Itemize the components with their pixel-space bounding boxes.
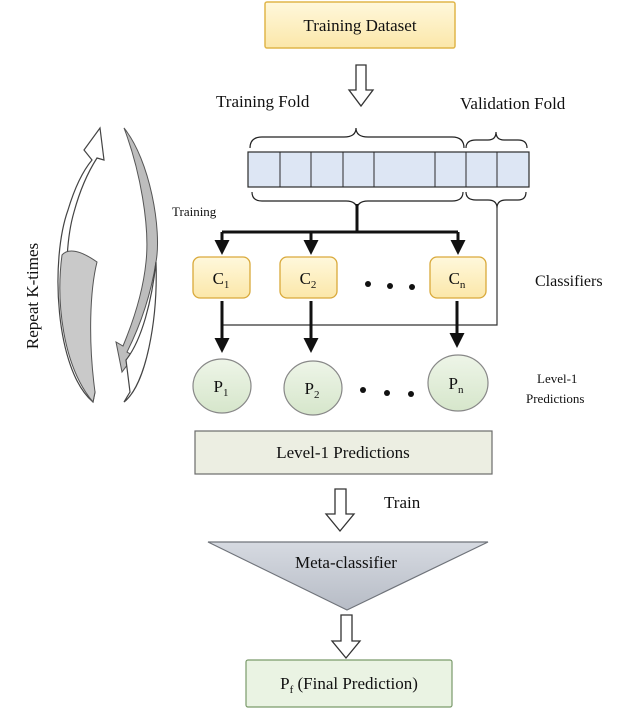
level1-predictions-side-label-2: Predictions — [526, 391, 585, 406]
training-label: Training — [172, 204, 217, 219]
level1-predictions-side-label-1: Level-1 — [537, 371, 577, 386]
final-prediction-box: Pf (Final Prediction) — [245, 659, 453, 708]
repeat-k-times-label: Repeat K-times — [23, 243, 42, 349]
training-fold-brace — [249, 127, 465, 149]
level1-predictions-label: Level-1 Predictions — [276, 443, 410, 462]
validation-fold-brace — [465, 131, 528, 149]
fold-strip — [247, 151, 530, 188]
classifier-dots — [365, 281, 415, 290]
classifier-c2: C2 — [279, 256, 338, 299]
classifier-c1: C1 — [192, 256, 251, 299]
down-arrow-icon — [330, 614, 362, 660]
final-prediction-label: Pf (Final Prediction) — [280, 674, 418, 696]
train-label: Train — [384, 493, 421, 512]
prediction-p1: P1 — [192, 358, 252, 414]
svg-text:P1: P1 — [214, 377, 229, 399]
down-arrow-icon — [347, 64, 375, 108]
training-dataset-label: Training Dataset — [303, 16, 416, 35]
svg-text:Pn: Pn — [449, 374, 464, 396]
level1-predictions-box: Level-1 Predictions — [194, 430, 493, 475]
prediction-pn: Pn — [427, 354, 489, 412]
training-connectors — [214, 204, 466, 255]
meta-classifier: Meta-classifier — [207, 541, 489, 611]
down-arrow-icon — [324, 488, 356, 533]
svg-text:Cn: Cn — [449, 269, 466, 291]
svg-text:C2: C2 — [300, 269, 317, 291]
validation-fold-label: Validation Fold — [460, 94, 566, 113]
svg-text:C1: C1 — [213, 269, 230, 291]
repeat-cycle-icon — [57, 126, 159, 404]
training-dataset-box: Training Dataset — [264, 1, 456, 49]
prediction-dots — [360, 387, 414, 397]
prediction-p2: P2 — [283, 360, 343, 416]
validation-connector — [222, 208, 498, 326]
training-fold-label: Training Fold — [216, 92, 310, 111]
meta-classifier-label: Meta-classifier — [295, 553, 397, 572]
classifier-cn: Cn — [429, 256, 487, 299]
validation-bottom-brace — [465, 191, 527, 209]
prediction-arrows — [214, 301, 465, 353]
classifiers-label: Classifiers — [535, 273, 603, 290]
svg-text:P2: P2 — [305, 379, 320, 401]
